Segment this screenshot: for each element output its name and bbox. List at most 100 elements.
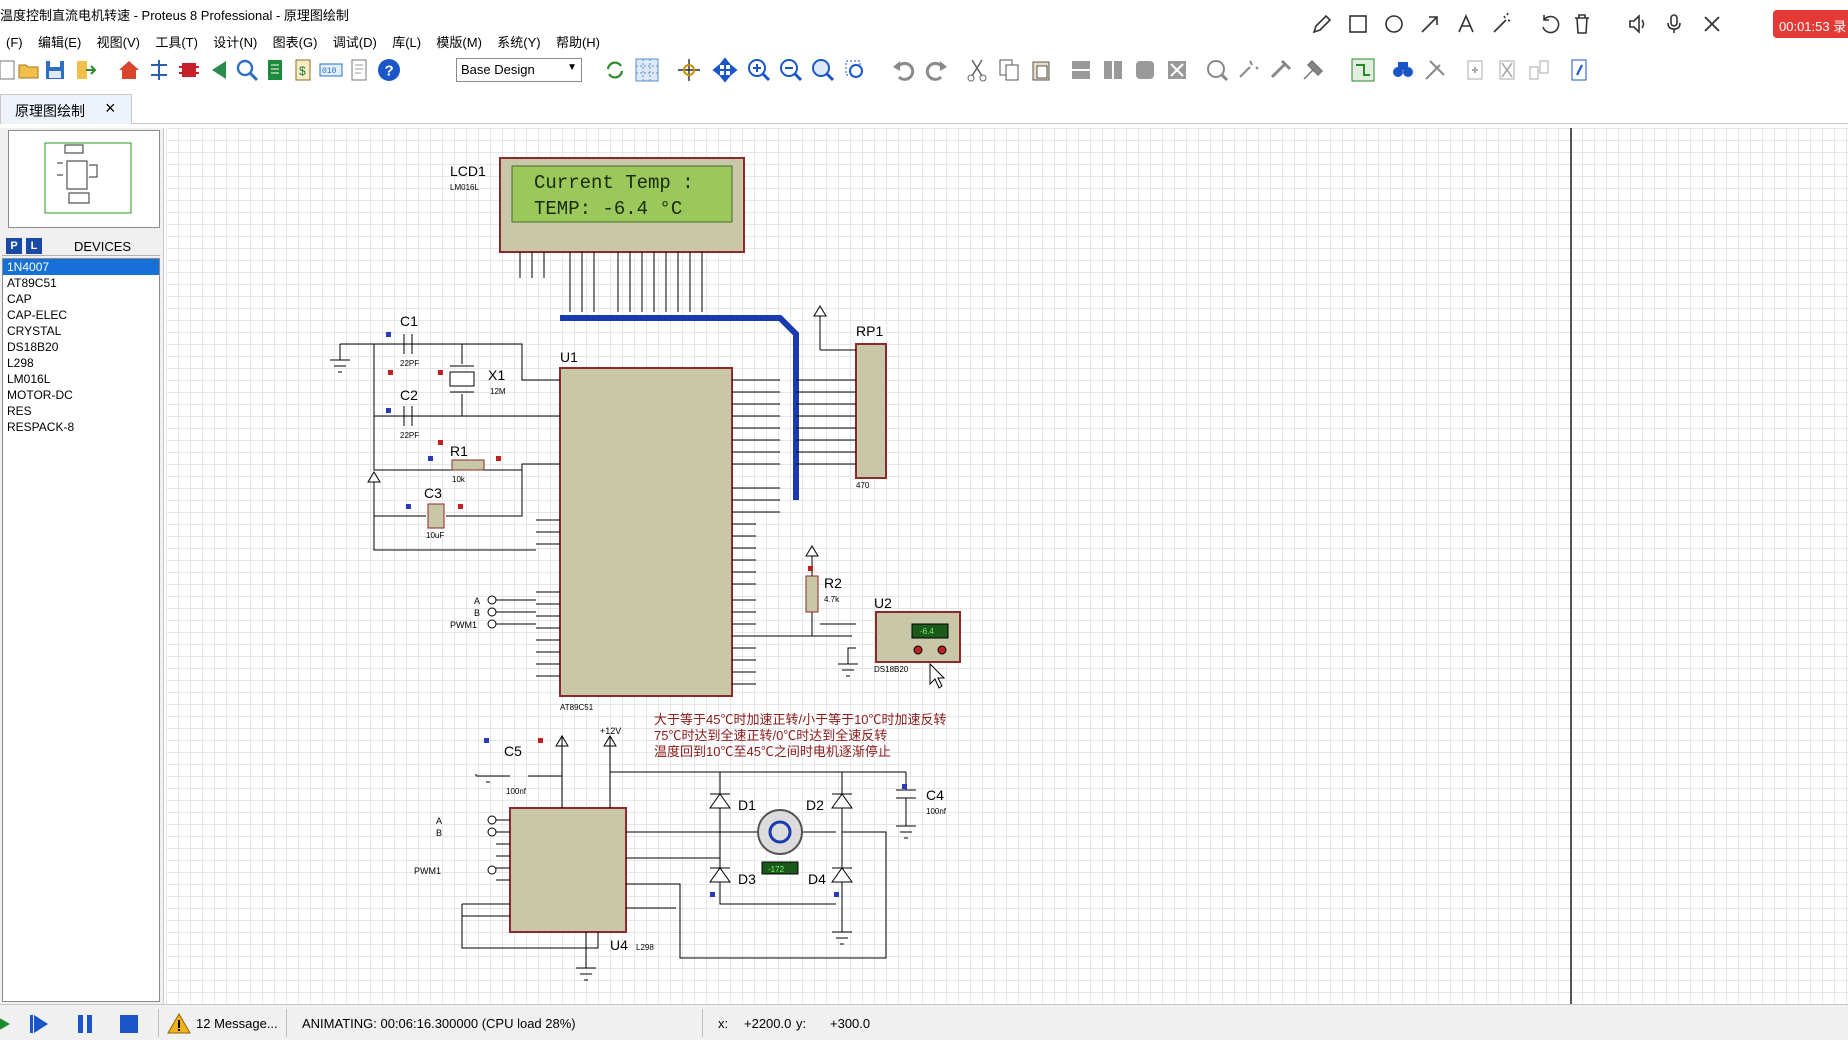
circle-icon[interactable] xyxy=(1382,12,1406,36)
schematic-icon[interactable] xyxy=(146,57,172,83)
open-folder-icon[interactable] xyxy=(16,57,42,83)
source-code-icon[interactable]: 010 xyxy=(318,57,344,83)
pick-devices-button[interactable]: P xyxy=(6,238,22,254)
menu-tools[interactable]: 工具(T) xyxy=(155,35,198,50)
play-icon[interactable] xyxy=(0,1011,16,1037)
refresh-icon[interactable] xyxy=(602,57,628,83)
text-icon[interactable] xyxy=(1454,12,1478,36)
capacitor-c3[interactable] xyxy=(427,503,445,529)
design-explorer-icon[interactable] xyxy=(1566,57,1592,83)
zoom-out-icon[interactable] xyxy=(778,57,804,83)
gerber-viewer-icon[interactable] xyxy=(234,57,260,83)
close-icon[interactable] xyxy=(1700,12,1724,36)
menu-library[interactable]: 库(L) xyxy=(392,35,422,50)
import-icon[interactable] xyxy=(72,57,98,83)
menu-edit[interactable]: 编辑(E) xyxy=(37,35,82,50)
menu-file[interactable]: (F) xyxy=(6,35,23,50)
stop-icon[interactable] xyxy=(116,1011,142,1037)
motor-driver[interactable] xyxy=(509,807,627,933)
copy-icon[interactable] xyxy=(996,57,1022,83)
microphone-icon[interactable] xyxy=(1662,12,1686,36)
menu-view[interactable]: 视图(V) xyxy=(96,35,140,50)
pen-icon[interactable] xyxy=(1310,12,1334,36)
resistor-pack[interactable] xyxy=(855,343,887,479)
arrow-icon[interactable] xyxy=(1418,12,1442,36)
rectangle-icon[interactable] xyxy=(1346,12,1370,36)
message-count[interactable]: 12 Message... xyxy=(196,1016,278,1031)
pcb-icon[interactable] xyxy=(176,57,202,83)
warning-icon[interactable] xyxy=(166,1011,192,1037)
step-icon[interactable] xyxy=(28,1011,54,1037)
undo-arrow-icon[interactable] xyxy=(890,57,916,83)
zoom-all-icon[interactable] xyxy=(810,57,836,83)
remove-sheet-icon[interactable] xyxy=(1494,57,1520,83)
list-item[interactable]: CRYSTAL xyxy=(7,324,62,338)
3d-view-icon[interactable] xyxy=(206,57,232,83)
grid-toggle-icon[interactable] xyxy=(634,57,660,83)
help-icon[interactable]: ? xyxy=(376,57,402,83)
block-rotate-icon[interactable] xyxy=(1132,57,1158,83)
property-tool-icon[interactable] xyxy=(1422,57,1448,83)
schematic-canvas[interactable]: Current Temp : TEMP: -6.4 °C LCD1 LM016L… xyxy=(166,128,1848,1004)
trash-icon[interactable] xyxy=(1570,12,1594,36)
save-icon[interactable] xyxy=(42,57,68,83)
make-device-icon[interactable] xyxy=(1236,57,1262,83)
list-item[interactable]: LM016L xyxy=(7,372,51,386)
origin-icon[interactable] xyxy=(676,57,702,83)
packaging-tool-icon[interactable] xyxy=(1268,57,1294,83)
mcu-body[interactable] xyxy=(559,367,733,697)
menu-help[interactable]: 帮助(H) xyxy=(555,35,600,50)
list-item[interactable]: DS18B20 xyxy=(7,340,59,354)
menu-template[interactable]: 模版(M) xyxy=(436,35,482,50)
list-item[interactable]: L298 xyxy=(7,356,34,370)
home-icon[interactable] xyxy=(116,57,142,83)
list-item[interactable]: CAP-ELEC xyxy=(7,308,68,322)
bom-icon[interactable] xyxy=(262,57,288,83)
speaker-icon[interactable] xyxy=(1626,12,1650,36)
overview-window[interactable] xyxy=(8,130,160,228)
block-move-icon[interactable] xyxy=(1100,57,1126,83)
menu-debug[interactable]: 调试(D) xyxy=(332,35,377,50)
resistor-r1[interactable] xyxy=(451,459,485,471)
notes-icon[interactable] xyxy=(346,57,372,83)
close-tab-icon[interactable]: × xyxy=(105,98,116,118)
cut-icon[interactable] xyxy=(964,57,990,83)
library-manager-button[interactable]: L xyxy=(26,238,42,254)
design-variant-select[interactable]: Base Design ▼ xyxy=(456,58,582,82)
recording-timer[interactable]: 00:01:53 录 xyxy=(1773,10,1848,38)
magic-wand-icon[interactable] xyxy=(1490,12,1514,36)
zoom-area-icon[interactable] xyxy=(842,57,868,83)
zoom-in-icon[interactable] xyxy=(746,57,772,83)
dc-motor[interactable] xyxy=(757,809,803,855)
list-item[interactable]: RES xyxy=(7,404,32,418)
costing-icon[interactable]: $ xyxy=(290,57,316,83)
search-and-tag-icon[interactable] xyxy=(1390,57,1416,83)
resistor-r2[interactable] xyxy=(805,575,819,613)
new-file-icon[interactable] xyxy=(0,57,20,83)
pan-icon[interactable] xyxy=(712,57,738,83)
pause-icon[interactable] xyxy=(72,1011,98,1037)
list-item[interactable]: AT89C51 xyxy=(7,276,57,290)
list-item[interactable]: RESPACK-8 xyxy=(7,420,75,434)
new-sheet-icon[interactable] xyxy=(1462,57,1488,83)
tab-schematic-capture[interactable]: 原理图绘制 × xyxy=(0,94,132,124)
list-item[interactable]: 1N4007 xyxy=(3,259,159,275)
lcd-line-2: TEMP: -6.4 °C xyxy=(534,198,682,220)
crystal-x1[interactable] xyxy=(449,371,475,387)
wire-autorouter-icon[interactable] xyxy=(1350,57,1376,83)
x1-value: 12M xyxy=(490,387,506,396)
exit-to-parent-icon[interactable] xyxy=(1526,57,1552,83)
redo-arrow-icon[interactable] xyxy=(924,57,950,83)
block-delete-icon[interactable] xyxy=(1164,57,1190,83)
paste-icon[interactable] xyxy=(1028,57,1054,83)
decompose-icon[interactable] xyxy=(1300,57,1326,83)
menu-bar: (F) 编辑(E) 视图(V) 工具(T) 设计(N) 图表(G) 调试(D) … xyxy=(0,28,1200,52)
block-copy-icon[interactable] xyxy=(1068,57,1094,83)
list-item[interactable]: MOTOR-DC xyxy=(7,388,73,402)
undo-icon[interactable] xyxy=(1538,12,1562,36)
menu-graph[interactable]: 图表(G) xyxy=(272,35,318,50)
pick-device-icon[interactable] xyxy=(1204,57,1230,83)
list-item[interactable]: CAP xyxy=(7,292,32,306)
menu-system[interactable]: 系统(Y) xyxy=(497,35,541,50)
menu-design[interactable]: 设计(N) xyxy=(213,35,258,50)
